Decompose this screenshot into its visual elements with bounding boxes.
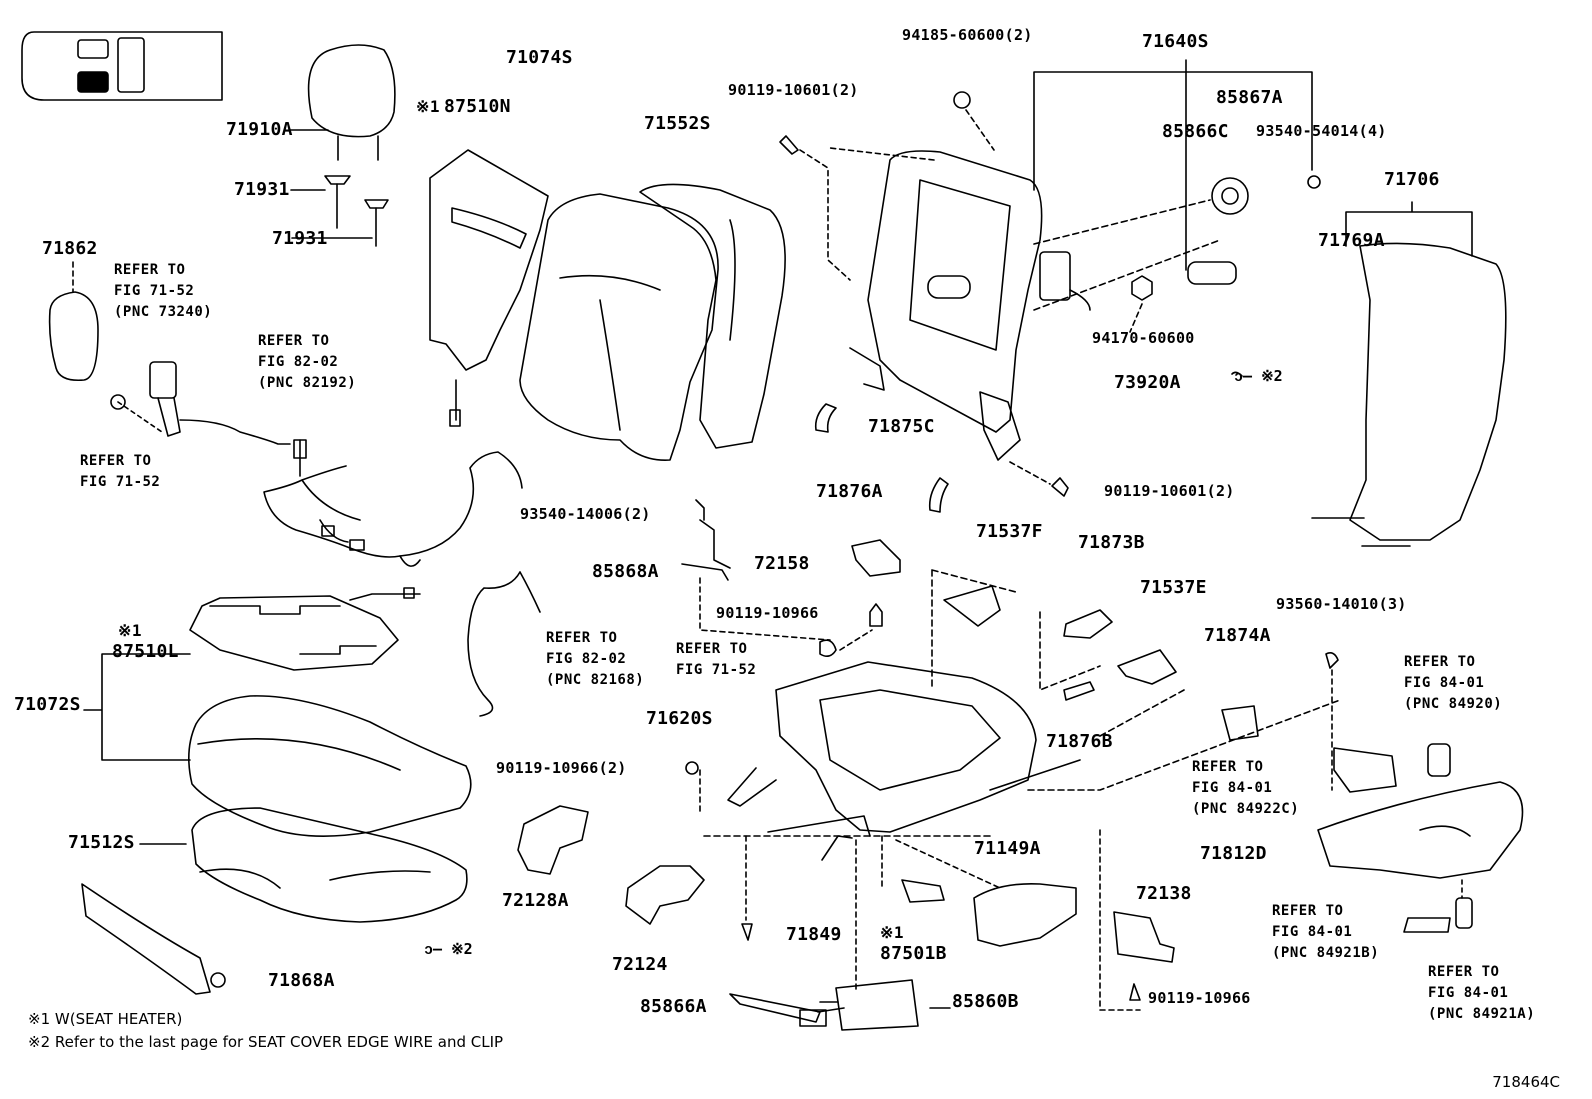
part-label-87510L: 87510L [112,641,179,662]
mark-heater-87501B: ※1 [880,923,905,942]
headrest-drawing [289,44,396,247]
part-label-90119-10601-lower: 90119-10601(2) [1104,482,1235,500]
part-label-90119-10966-upper: 90119-10966 [716,604,819,622]
part-label-71849: 71849 [786,924,842,945]
part-label-71537E: 71537E [1140,577,1207,598]
part-label-71931-lower: 71931 [272,228,328,249]
part-label-71873B: 71873B [1078,532,1145,553]
footnote-seat-heater: ※1 W(SEAT HEATER) [28,1010,183,1028]
part-label-71812D: 71812D [1200,843,1267,864]
part-label-71874A: 71874A [1204,625,1271,646]
edge-wire-mark-back: ↄ‒ ※2 [1234,367,1283,385]
belt-buckle-drawing [110,361,291,445]
part-label-71072S: 71072S [14,694,81,715]
part-label-71769A: 71769A [1318,230,1385,251]
part-label-94170-60600: 94170-60600 [1092,329,1195,347]
edge-wire-mark-cushion: ↄ‒ ※2 [424,940,473,958]
refer-to-fig-84-01-pnc-84920: REFER TO FIG 84-01 (PNC 84920) [1404,654,1503,712]
refer-to-fig-84-01-pnc-84921A: REFER TO FIG 84-01 (PNC 84921A) [1428,964,1536,1022]
seatback-frame-drawing [849,150,1043,461]
cushion-pad-drawing [191,807,468,923]
part-label-71868A: 71868A [268,970,335,991]
heater-mat-cushion-drawing [189,595,399,671]
part-label-93540-14006: 93540-14006(2) [520,505,651,523]
mark-heater-87510L: ※1 [118,621,143,640]
part-label-71875C: 71875C [868,416,935,437]
refer-to-fig-82-02-pnc-82168: REFER TO FIG 82-02 (PNC 82168) [546,630,645,688]
seatback-cover-drawing [519,193,719,461]
part-label-71706: 71706 [1384,169,1440,190]
part-label-93540-54014: 93540-54014(4) [1256,122,1387,140]
part-label-71640S: 71640S [1142,31,1209,52]
refer-to-fig-71-52-pnc-73240: REFER TO FIG 71-52 (PNC 73240) [114,262,213,320]
part-label-94185-60600: 94185-60600(2) [902,26,1033,44]
part-label-93560-14010: 93560-14010(3) [1276,595,1407,613]
part-label-85860B: 85860B [952,991,1019,1012]
part-label-72128A: 72128A [502,890,569,911]
cover-71862-drawing [48,291,99,382]
seatback-pad-drawing [639,183,786,449]
part-label-71876B: 71876B [1046,731,1113,752]
part-label-87510N: 87510N [444,96,511,117]
part-label-71149A: 71149A [974,838,1041,859]
refer-to-fig-71-52-left: REFER TO FIG 71-52 [80,453,161,490]
part-label-71074S: 71074S [506,47,573,68]
cushion-cover-drawing [188,695,472,837]
illustration-code: 718464C [1492,1073,1560,1091]
part-label-71552S: 71552S [644,113,711,134]
part-label-71537F: 71537F [976,521,1043,542]
mark-heater-87510N: ※1 [416,97,441,116]
part-label-85866C: 85866C [1162,121,1229,142]
part-label-73920A: 73920A [1114,372,1181,393]
part-label-71876A: 71876A [816,481,883,502]
cushion-frame-drawing [703,661,1081,861]
part-label-85867A: 85867A [1216,87,1283,108]
refer-to-fig-71-52-center: REFER TO FIG 71-52 [676,641,757,678]
seat-location-legend [21,31,223,101]
part-label-71862: 71862 [42,238,98,259]
refer-to-fig-84-01-pnc-84921B: REFER TO FIG 84-01 (PNC 84921B) [1272,903,1380,961]
wire-harness-drawing [263,439,523,567]
part-label-72138: 72138 [1136,883,1192,904]
heater-mat-back-drawing [429,149,549,371]
front-panel-drawing [81,883,211,995]
part-label-72124: 72124 [612,954,668,975]
part-label-71512S: 71512S [68,832,135,853]
refer-to-fig-82-02-pnc-82192: REFER TO FIG 82-02 (PNC 82192) [258,333,357,391]
part-label-87501B: 87501B [880,943,947,964]
refer-to-fig-84-01-pnc-84922C: REFER TO FIG 84-01 (PNC 84922C) [1192,759,1300,817]
part-label-90119-10966-lower: 90119-10966 [1148,989,1251,1007]
back-board-drawing [1311,201,1507,547]
part-label-72158: 72158 [754,553,810,574]
part-label-85866A: 85866A [640,996,707,1017]
part-label-90119-10966-2: 90119-10966(2) [496,759,627,777]
heater-harness-drawing [467,571,541,717]
part-label-71931-upper: 71931 [234,179,290,200]
footnote-edge-wire-clip: ※2 Refer to the last page for SEAT COVER… [28,1033,504,1051]
part-label-71910A: 71910A [226,119,293,140]
part-label-90119-10601-upper: 90119-10601(2) [728,81,859,99]
part-label-71620S: 71620S [646,708,713,729]
part-label-85868A: 85868A [592,561,659,582]
